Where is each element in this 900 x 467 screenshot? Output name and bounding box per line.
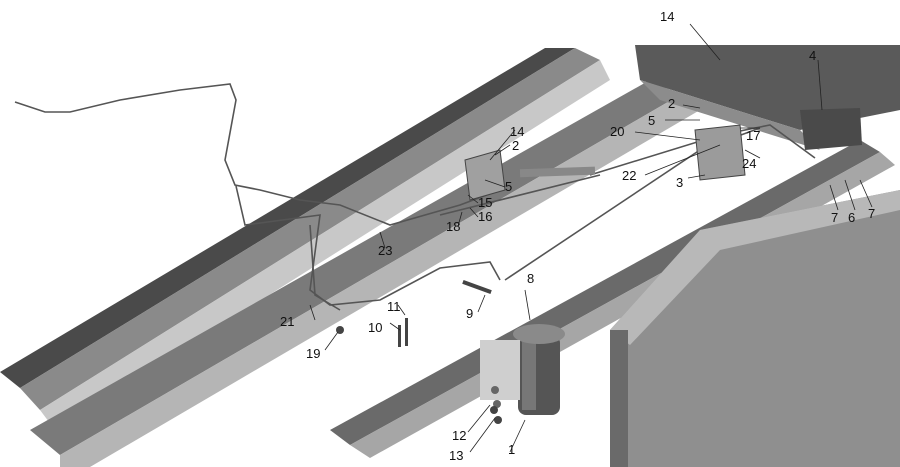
callout-21: 21 <box>280 314 294 329</box>
callout-10: 10 <box>368 320 382 335</box>
callout-15: 15 <box>478 195 492 210</box>
callout-1: 1 <box>508 442 515 457</box>
callout-23: 23 <box>378 243 392 258</box>
fuel-tank <box>610 190 900 467</box>
callout-11: 11 <box>387 299 401 314</box>
callout-19: 19 <box>306 346 320 361</box>
callout-24: 24 <box>742 156 756 171</box>
callout-2-center: 2 <box>512 138 519 153</box>
leader-lines <box>309 23 873 453</box>
callout-16: 16 <box>478 209 492 224</box>
callout-5-center: 5 <box>505 179 512 194</box>
callout-7-left: 7 <box>831 210 838 225</box>
middle-frame-rail <box>30 80 700 467</box>
callout-4: 4 <box>809 48 816 63</box>
fuel-filter <box>480 324 565 415</box>
callout-3: 3 <box>676 175 683 190</box>
callout-14-top: 14 <box>660 9 674 24</box>
callout-12: 12 <box>452 428 466 443</box>
hardware-bolts <box>336 279 502 424</box>
callout-9: 9 <box>466 306 473 321</box>
callout-7-right: 7 <box>868 206 875 221</box>
callout-8: 8 <box>527 271 534 286</box>
top-cross-member <box>635 45 900 150</box>
callout-14-center: 14 <box>510 124 524 139</box>
callout-20: 20 <box>610 124 624 139</box>
fuel-line-tube <box>519 166 596 178</box>
center-bracket <box>464 149 506 201</box>
callout-5-right: 5 <box>648 113 655 128</box>
callout-22: 22 <box>622 168 636 183</box>
callout-17: 17 <box>746 128 760 143</box>
callout-13: 13 <box>449 448 463 463</box>
callout-labels: 1 2 2 3 4 5 5 6 7 7 8 9 10 11 12 13 14 1… <box>280 9 875 463</box>
callout-18: 18 <box>446 219 460 234</box>
callout-2-right: 2 <box>668 96 675 111</box>
right-bracket <box>694 108 862 181</box>
callout-6: 6 <box>848 210 855 225</box>
